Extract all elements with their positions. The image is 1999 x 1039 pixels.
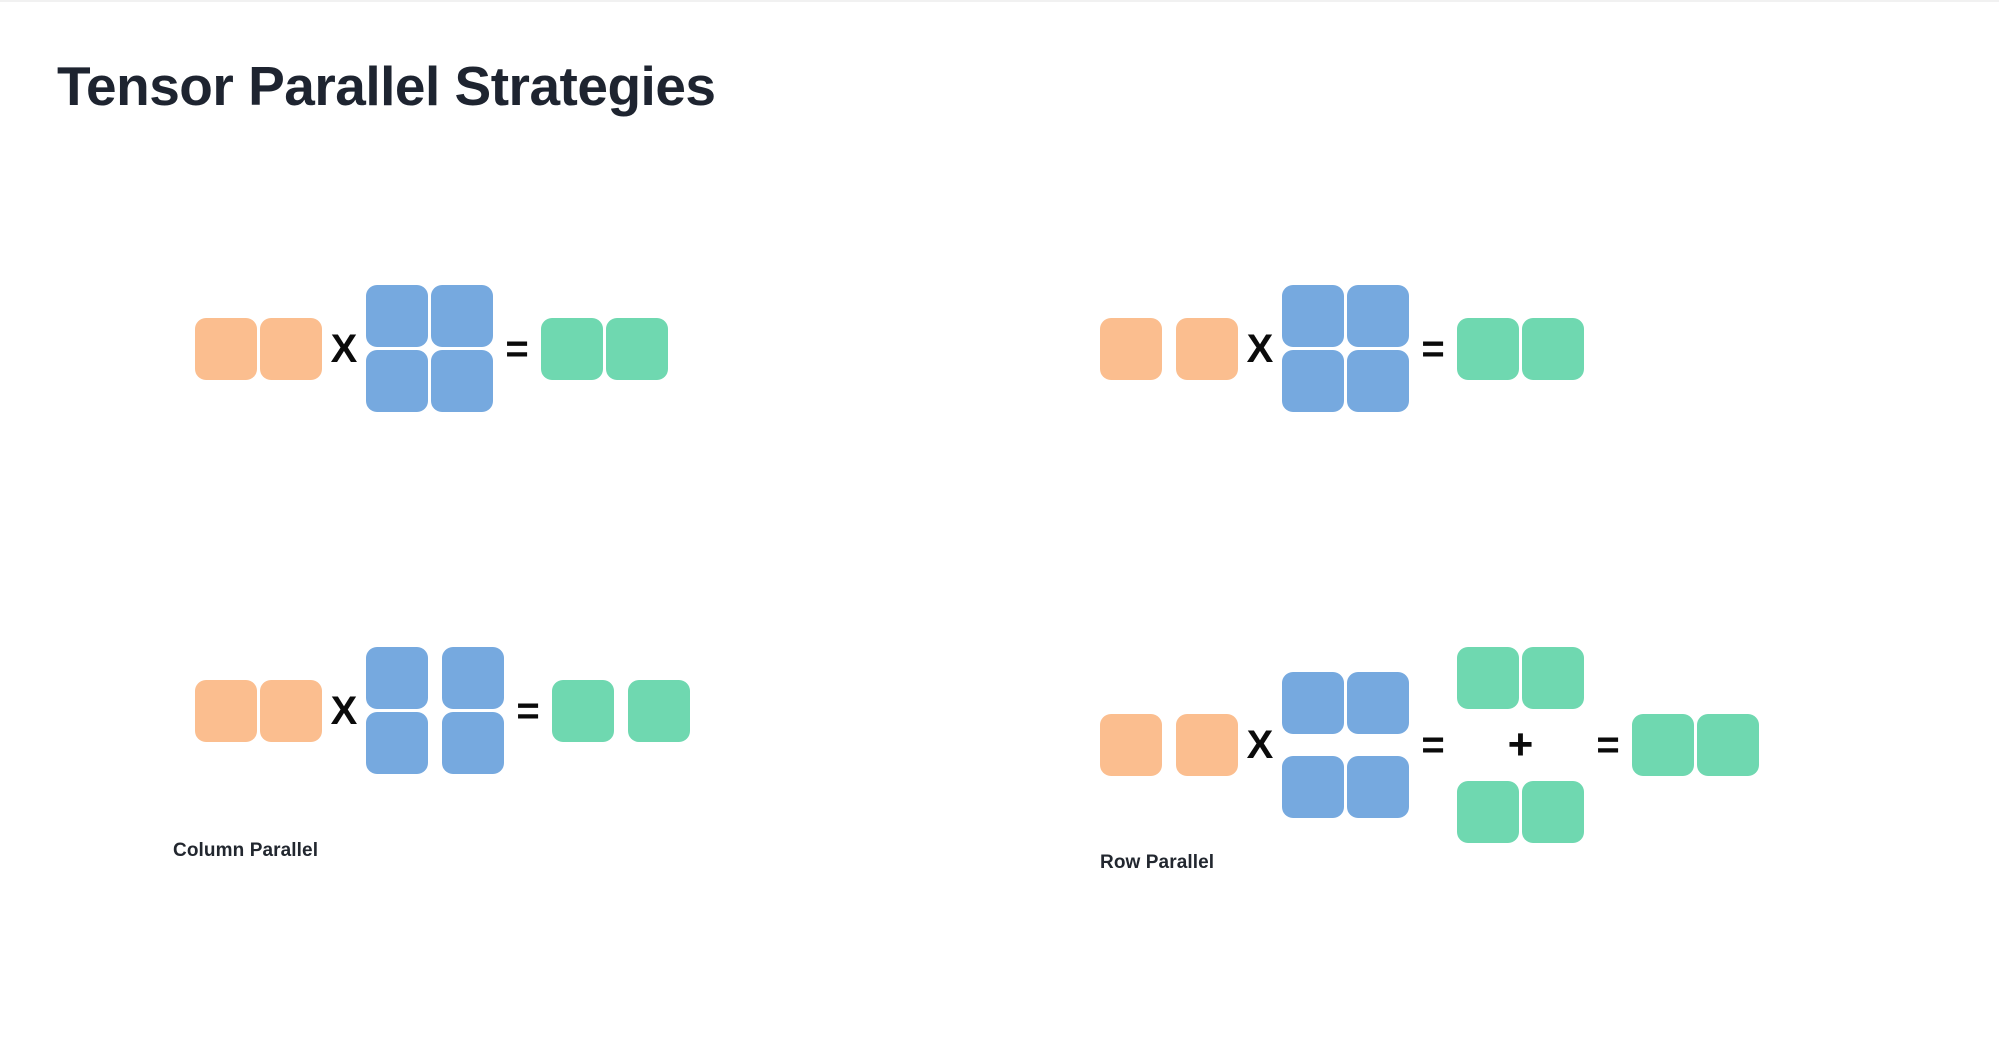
cell-blue [431,285,493,347]
weight-shard-row [1282,672,1409,734]
cell-orange [260,317,322,380]
operator-plus-icon: + [1507,720,1534,769]
matrix-row [1632,714,1759,776]
diagram-row-parallel-sharded-matmul: X = + = [1100,647,1759,843]
label-row-parallel: Row Parallel [1100,852,1215,873]
matrix-input-orange [195,679,322,742]
cell-green [1632,714,1694,776]
diagram-row-parallel-full-matmul: X = [1100,285,1584,412]
cell-green [1457,647,1519,709]
cell-green [1522,781,1584,843]
operator-multiply-icon: X [330,688,358,733]
matrix-output-green [1457,317,1584,380]
page-title: Tensor Parallel Strategies [57,55,716,117]
cell-orange [1176,714,1238,776]
matrix-weight-blue [366,285,493,412]
matrix-row [541,317,668,380]
cell-orange [195,679,257,742]
matrix-weight-blue-row-sharded [1282,672,1409,818]
operator-multiply-icon: X [1246,326,1274,371]
matrix-row [366,285,493,347]
operator-equals-icon: = [505,326,529,371]
cell-blue [1347,350,1409,412]
matrix-input-orange [195,317,322,380]
cell-blue [1347,756,1409,818]
cell-orange [1100,714,1162,776]
cell-green [552,679,614,742]
matrix-row [195,679,322,742]
operator-equals-icon: = [516,688,540,733]
operator-equals-icon: = [1596,723,1620,767]
matrix-row [195,317,322,380]
matrix-row [1457,317,1584,380]
cell-green [1522,647,1584,709]
label-column-parallel: Column Parallel [173,840,319,861]
cell-blue [1282,285,1344,347]
cell-blue [442,647,504,709]
matrix-partial-green [1457,781,1584,843]
cell-blue [366,647,428,709]
cell-green [1457,781,1519,843]
cell-green [606,317,668,380]
matrix-row [1282,285,1409,347]
weight-shard-column [366,647,428,774]
cell-blue [1347,672,1409,734]
cell-blue [1347,285,1409,347]
cell-orange [195,317,257,380]
cell-blue [442,712,504,774]
cell-green [1697,714,1759,776]
matrix-output-green [541,317,668,380]
cell-blue [1282,756,1344,818]
matrix-output-green [1632,714,1759,776]
matrix-output-green-column-sharded [552,679,690,742]
cell-orange [260,679,322,742]
diagram-column-parallel-full-matmul: X = [195,285,668,412]
operator-equals-icon: = [1421,723,1445,767]
operator-multiply-icon: X [330,326,358,371]
cell-green [1522,317,1584,380]
cell-blue [431,350,493,412]
cell-green [628,679,690,742]
cell-orange [1100,317,1162,380]
cell-blue [1282,350,1344,412]
cell-green [541,317,603,380]
matrix-partial-green [1457,647,1584,709]
matrix-input-orange-column-sharded [1100,714,1238,776]
cell-blue [366,350,428,412]
weight-shard-column [442,647,504,774]
diagram-column-parallel-sharded-matmul: X = [195,647,690,774]
operator-equals-icon: = [1421,326,1445,371]
cell-green [1457,317,1519,380]
cell-blue [366,712,428,774]
operator-multiply-icon: X [1246,723,1274,767]
cell-blue [1282,672,1344,734]
matrix-row [1282,350,1409,412]
partial-results-group: + [1457,647,1584,843]
matrix-weight-blue-column-sharded [366,647,504,774]
matrix-input-orange-column-sharded [1100,317,1238,380]
cell-blue [366,285,428,347]
cell-orange [1176,317,1238,380]
weight-shard-row [1282,756,1409,818]
matrix-row [366,350,493,412]
matrix-weight-blue [1282,285,1409,412]
